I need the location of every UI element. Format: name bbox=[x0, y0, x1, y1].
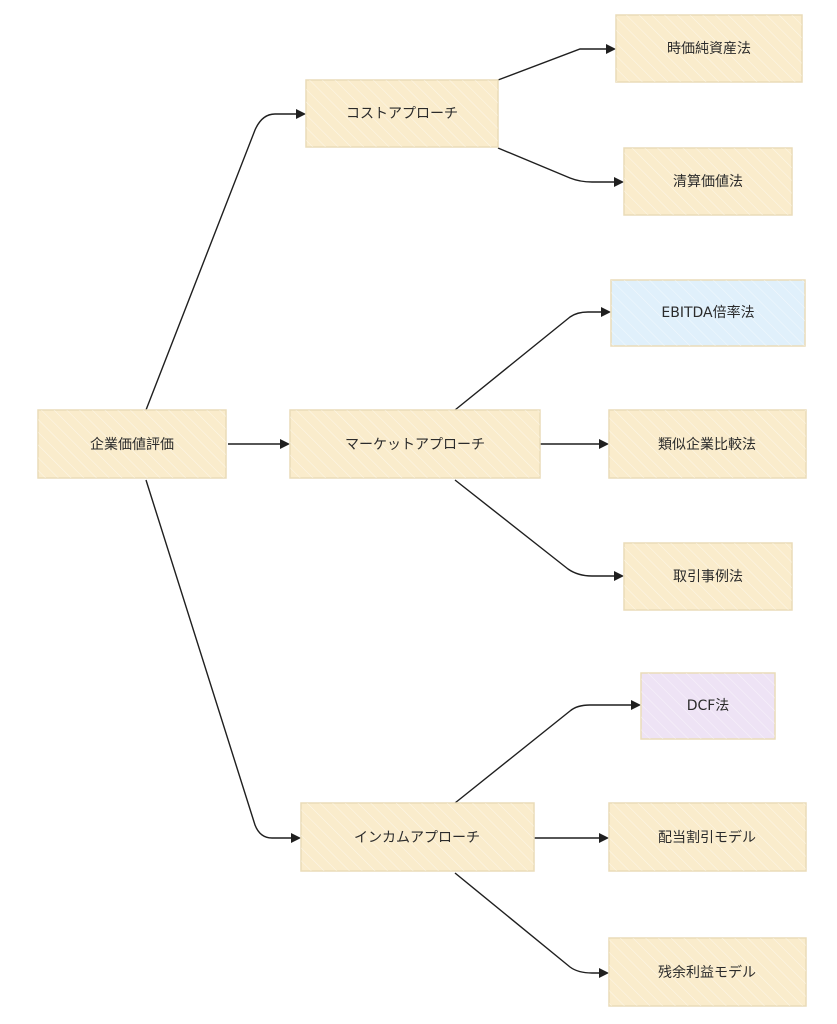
node-dividend[interactable]: 配当割引モデル bbox=[608, 802, 807, 872]
node-income-hatch bbox=[301, 803, 534, 871]
edge-root-to-cost bbox=[145, 109, 306, 411]
edges bbox=[145, 44, 641, 978]
edge-cost-to-mark-to-market bbox=[497, 44, 616, 81]
node-ebitda[interactable]: EBITDA倍率法 bbox=[610, 279, 806, 347]
node-liquidation[interactable]: 清算価値法 bbox=[623, 147, 793, 216]
node-cost[interactable]: コストアプローチ bbox=[305, 79, 499, 148]
node-mark-to-market-label: 時価純資産法 bbox=[667, 41, 751, 57]
node-market-label: マーケットアプローチ bbox=[345, 437, 485, 453]
node-dividend-hatch bbox=[609, 803, 806, 871]
node-residual-label: 残余利益モデル bbox=[658, 964, 756, 981]
node-transaction[interactable]: 取引事例法 bbox=[623, 542, 793, 611]
edge-market-to-ebitda bbox=[454, 307, 611, 411]
edge-root-to-income bbox=[145, 479, 301, 843]
node-market[interactable]: マーケットアプローチ bbox=[289, 409, 541, 479]
node-ebitda-hatch bbox=[611, 280, 805, 346]
edge-income-to-residual bbox=[454, 872, 609, 978]
node-liquidation-label: 清算価値法 bbox=[673, 174, 743, 190]
node-transaction-hatch bbox=[624, 543, 792, 610]
node-root[interactable]: 企業価値評価 bbox=[37, 409, 227, 479]
edge-cost-to-liquidation bbox=[497, 147, 624, 187]
node-market-hatch bbox=[290, 410, 540, 478]
node-dividend-label: 配当割引モデル bbox=[658, 829, 756, 846]
edge-market-to-transaction bbox=[454, 479, 624, 581]
node-comparable[interactable]: 類似企業比較法 bbox=[608, 409, 807, 479]
node-dcf[interactable]: DCF法 bbox=[640, 672, 776, 740]
edge-income-to-dcf bbox=[454, 700, 641, 804]
node-root-hatch bbox=[38, 410, 226, 478]
node-comparable-label: 類似企業比較法 bbox=[658, 436, 756, 453]
node-income[interactable]: インカムアプローチ bbox=[300, 802, 535, 872]
node-mark-to-market-hatch bbox=[616, 15, 802, 82]
node-dcf-hatch bbox=[641, 673, 775, 739]
node-mark-to-market[interactable]: 時価純資産法 bbox=[615, 14, 803, 83]
node-root-label: 企業価値評価 bbox=[90, 436, 174, 453]
nodes: 企業価値評価 コストアプローチ マーケットアプローチ インカムアプローチ 時価純… bbox=[37, 14, 807, 1007]
node-residual-hatch bbox=[609, 938, 806, 1006]
node-cost-hatch bbox=[306, 80, 498, 147]
node-liquidation-hatch bbox=[624, 148, 792, 215]
node-income-label: インカムアプローチ bbox=[354, 830, 480, 846]
node-transaction-label: 取引事例法 bbox=[673, 569, 743, 585]
node-residual[interactable]: 残余利益モデル bbox=[608, 937, 807, 1007]
node-comparable-hatch bbox=[609, 410, 806, 478]
node-ebitda-label: EBITDA倍率法 bbox=[661, 304, 754, 321]
node-cost-label: コストアプローチ bbox=[346, 106, 458, 122]
node-dcf-label: DCF法 bbox=[687, 698, 730, 714]
